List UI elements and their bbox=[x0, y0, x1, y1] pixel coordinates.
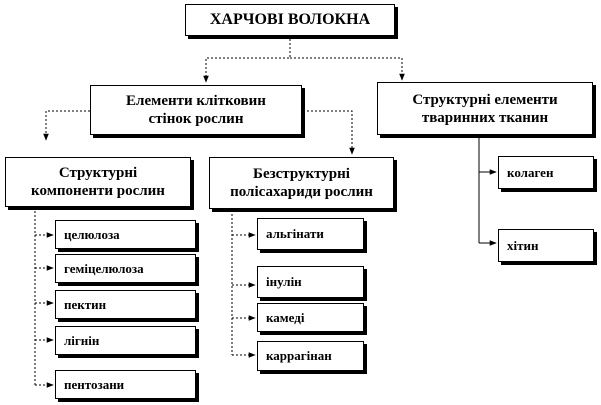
root-node: ХАРЧОВІ ВОЛОКНА bbox=[185, 4, 395, 36]
connector-cell-walls-structural bbox=[43, 110, 98, 141]
connector-cell-walls-nonstructural bbox=[303, 110, 355, 155]
list-item: целюлоза bbox=[55, 220, 196, 249]
animal-label-line2: тваринних тканин bbox=[421, 109, 549, 126]
structural-item-label: пентозани bbox=[64, 376, 125, 392]
list-item: пектин bbox=[55, 290, 196, 319]
cell-walls-label-line2: стінок рослин bbox=[148, 111, 244, 127]
animal-item-label: хітин bbox=[507, 237, 539, 253]
structural-item-label: целюлоза bbox=[64, 226, 120, 242]
list-item: пентозани bbox=[55, 370, 196, 399]
animal-node: Структурні елементи тваринних тканин bbox=[377, 82, 593, 135]
list-item: альгінати bbox=[257, 218, 364, 250]
structural-node: Структурні компоненти рослин bbox=[5, 157, 191, 207]
cell-walls-node: Елементи клітковин стінок рослин bbox=[90, 85, 302, 135]
nonstructural-item-label: інулін bbox=[266, 274, 302, 290]
structural-label-line2: компоненти рослин bbox=[31, 183, 165, 199]
connector-root-animal bbox=[290, 57, 405, 81]
list-item: інулін bbox=[257, 266, 364, 298]
root-label: ХАРЧОВІ ВОЛОКНА bbox=[209, 11, 371, 29]
list-item: геміцелюлоза bbox=[55, 254, 196, 283]
list-item: камеді bbox=[257, 303, 364, 332]
nonstructural-node: Безструктурні полісахариди рослин bbox=[209, 157, 394, 209]
nonstructural-item-label: камеді bbox=[266, 309, 305, 325]
structural-label-line1: Структурні bbox=[58, 165, 138, 181]
nonstructural-item-label: каррагінан bbox=[266, 348, 332, 364]
nonstructural-label-line2: полісахариди рослин bbox=[230, 184, 373, 200]
cell-walls-label-line1: Елементи клітковин bbox=[126, 93, 266, 109]
structural-item-label: пектин bbox=[64, 296, 107, 312]
list-item: каррагінан bbox=[257, 341, 364, 371]
nonstructural-label-line1: Безструктурні bbox=[253, 166, 350, 182]
list-item: хітин bbox=[498, 229, 594, 262]
animal-label-line1: Структурні елементи bbox=[412, 91, 558, 108]
structural-item-label: геміцелюлоза bbox=[64, 260, 144, 276]
list-item: лігнін bbox=[55, 326, 196, 355]
connector-root-cell-walls bbox=[203, 35, 291, 83]
structural-item-label: лігнін bbox=[64, 332, 100, 348]
animal-item-label: колаген bbox=[507, 164, 554, 180]
list-item: колаген bbox=[498, 156, 594, 189]
nonstructural-item-label: альгінати bbox=[266, 226, 324, 242]
